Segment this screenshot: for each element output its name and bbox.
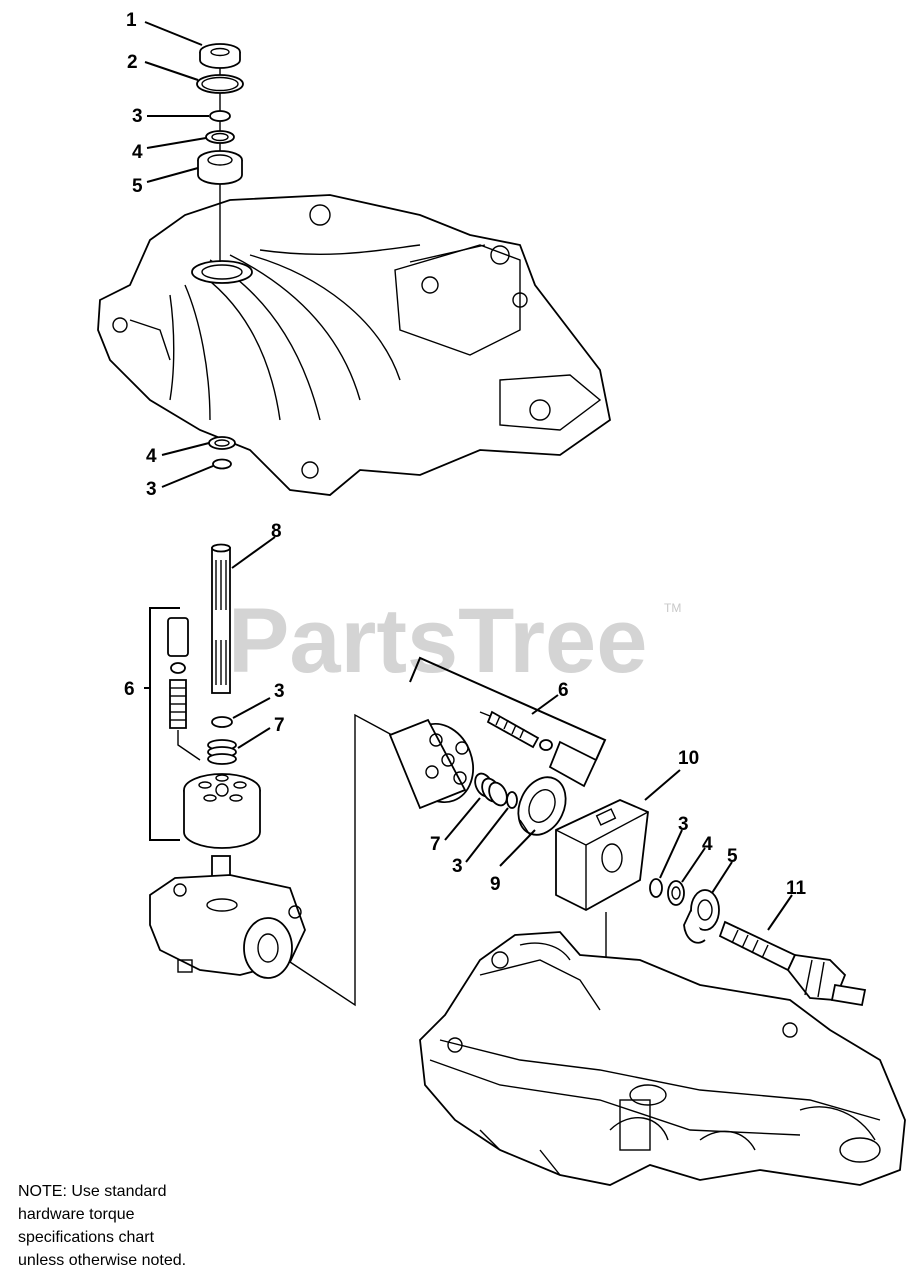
- part-4-washer: [205, 130, 235, 144]
- part-3-shaft-snap-ring: [211, 716, 233, 728]
- callout-4-lower: 4: [146, 446, 157, 467]
- pump-cylinder-block: [183, 773, 261, 849]
- note-line-1: NOTE: Use standard: [18, 1183, 167, 1200]
- callout-6-left: 6: [124, 679, 135, 700]
- part-7-right-spring: [474, 772, 508, 807]
- callout-10: 10: [678, 748, 699, 769]
- note-line-3: specifications chart: [18, 1229, 155, 1246]
- part-9-thrust-bearing: [517, 776, 567, 836]
- part-10-swashplate-block: [555, 799, 649, 912]
- piston-assembly-left: [167, 617, 201, 761]
- callout-4-output: 4: [702, 834, 713, 855]
- part-8-pump-shaft: [211, 543, 231, 694]
- upper-housing: [97, 194, 611, 496]
- torque-note: NOTE: Use standard hardware torque speci…: [18, 1180, 248, 1272]
- note-line-4: unless otherwise noted.: [18, 1252, 187, 1269]
- note-line-2: hardware torque: [18, 1206, 135, 1223]
- watermark-text: PartsTree: [228, 590, 647, 692]
- callout-5-top: 5: [132, 176, 143, 197]
- watermark-trademark: TM: [664, 601, 681, 615]
- callout-6-right: 6: [558, 680, 569, 701]
- part-3-lower-snap-ring: [212, 458, 232, 470]
- part-1-seal: [199, 43, 241, 69]
- callout-3-right: 3: [452, 856, 463, 877]
- callout-3-output: 3: [678, 814, 689, 835]
- part-3-output-snap-ring: [649, 878, 663, 898]
- callout-4-top: 4: [132, 142, 143, 163]
- part-7-spring: [207, 739, 237, 765]
- callout-11: 11: [786, 878, 807, 899]
- part-3-snap-ring: [209, 110, 231, 122]
- callout-7-left: 7: [274, 715, 285, 736]
- callout-3-top: 3: [132, 106, 143, 127]
- callout-2: 2: [127, 52, 138, 73]
- part-5-output-bearing: [683, 889, 720, 944]
- part-4-output-washer: [667, 880, 685, 906]
- part-5-bearing: [197, 150, 243, 185]
- part-11-motor-shaft: [718, 920, 867, 1007]
- piston-assembly-right: [479, 710, 598, 788]
- part-2-retaining-ring: [196, 74, 244, 94]
- part-3-right-snap-ring: [506, 791, 518, 809]
- callout-8: 8: [271, 521, 282, 542]
- motor-cylinder-block: [388, 718, 474, 810]
- center-section-housing: [149, 874, 306, 979]
- callout-3-lower: 3: [146, 479, 157, 500]
- callout-7-right: 7: [430, 834, 441, 855]
- callout-1: 1: [126, 10, 137, 31]
- callout-3-shaft: 3: [274, 681, 285, 702]
- callout-5-output: 5: [727, 846, 738, 867]
- part-4-lower-washer: [208, 436, 236, 450]
- lower-housing: [419, 931, 906, 1186]
- callout-9: 9: [490, 874, 501, 895]
